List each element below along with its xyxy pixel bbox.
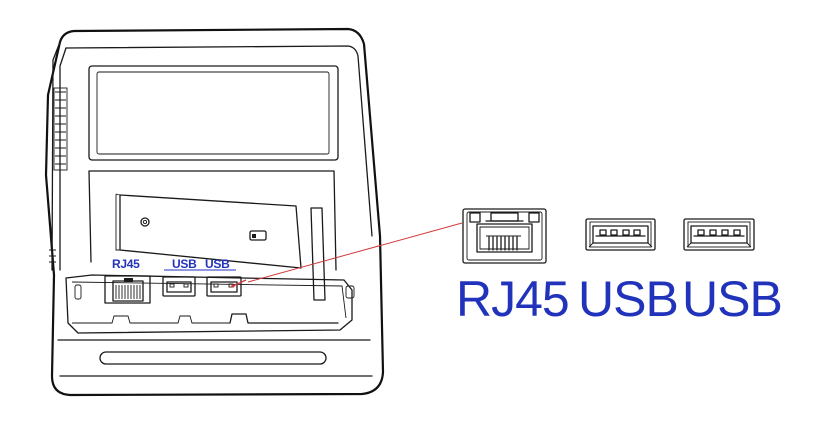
- usb-a-port-icon: [683, 218, 755, 251]
- bottom-slot: [99, 351, 327, 365]
- callout-label-usb-2: USB: [682, 271, 782, 327]
- usb-a-port-icon: [585, 218, 656, 251]
- device-usb-port-2: [206, 276, 242, 297]
- display-window-outer: [88, 65, 339, 161]
- device-bottom-lip: [57, 339, 373, 377]
- leader-lines: [231, 222, 463, 288]
- device-outline: [44, 27, 385, 397]
- right-slot: [310, 207, 326, 301]
- device-usb-port-1: [162, 276, 196, 297]
- device-rj45-port: [104, 275, 151, 304]
- plate-slot: [249, 230, 267, 241]
- middle-compartment: [88, 170, 337, 271]
- device-left-inner: [59, 47, 67, 271]
- callout-label-usb-1: USB: [578, 271, 678, 327]
- device-top-contour: [65, 45, 373, 237]
- vent-grille: [49, 87, 68, 263]
- screw-icon: [140, 217, 150, 227]
- rj45-port-icon: [462, 208, 547, 264]
- device-back-view: [44, 27, 385, 397]
- display-window-inner: [96, 71, 330, 155]
- device-label-usb-1: USB: [172, 257, 197, 271]
- device-label-rj45: RJ45: [112, 257, 140, 271]
- leader-line-usb: [232, 279, 247, 287]
- callout-label-rj45: RJ45: [456, 271, 569, 327]
- cover-plate: [119, 194, 302, 269]
- device-label-usb-2: USB: [205, 257, 230, 271]
- leader-line-rj45: [247, 222, 463, 283]
- device-left-face: [51, 41, 61, 271]
